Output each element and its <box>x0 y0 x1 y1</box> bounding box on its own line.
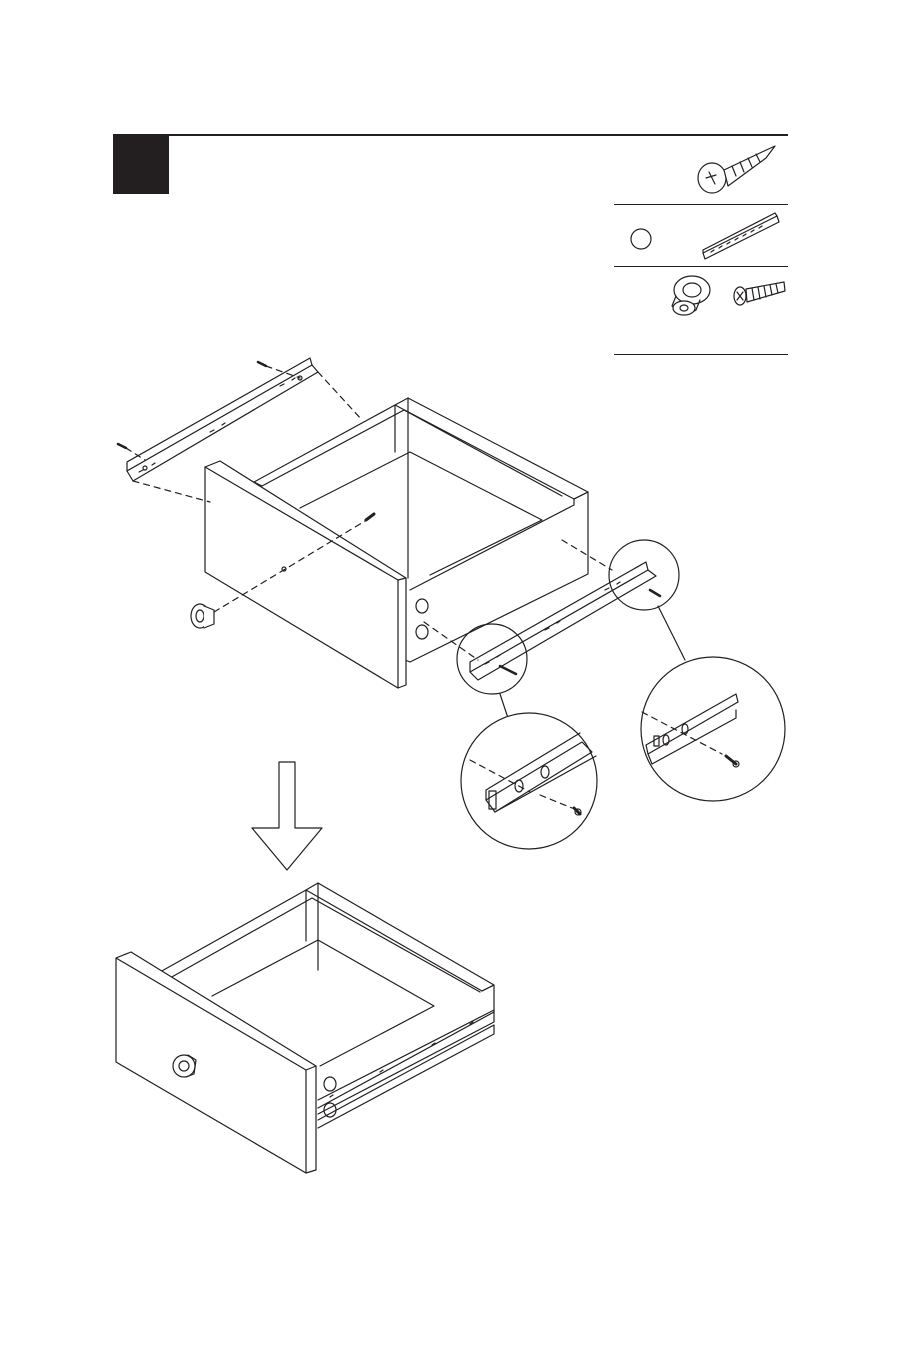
knob-bolt-icon <box>734 282 785 305</box>
drawer-slide-rail-icon <box>703 213 779 259</box>
slide-detail-right <box>641 657 785 801</box>
down-arrow-icon <box>252 762 322 870</box>
slide-detail-left <box>461 713 597 849</box>
wood-screw-icon <box>698 146 775 193</box>
circle-marker-icon <box>631 229 651 249</box>
drawer-exploded-view <box>118 358 685 718</box>
drawer-knob-icon <box>672 276 710 315</box>
drawer-assembled-view <box>116 883 494 1173</box>
